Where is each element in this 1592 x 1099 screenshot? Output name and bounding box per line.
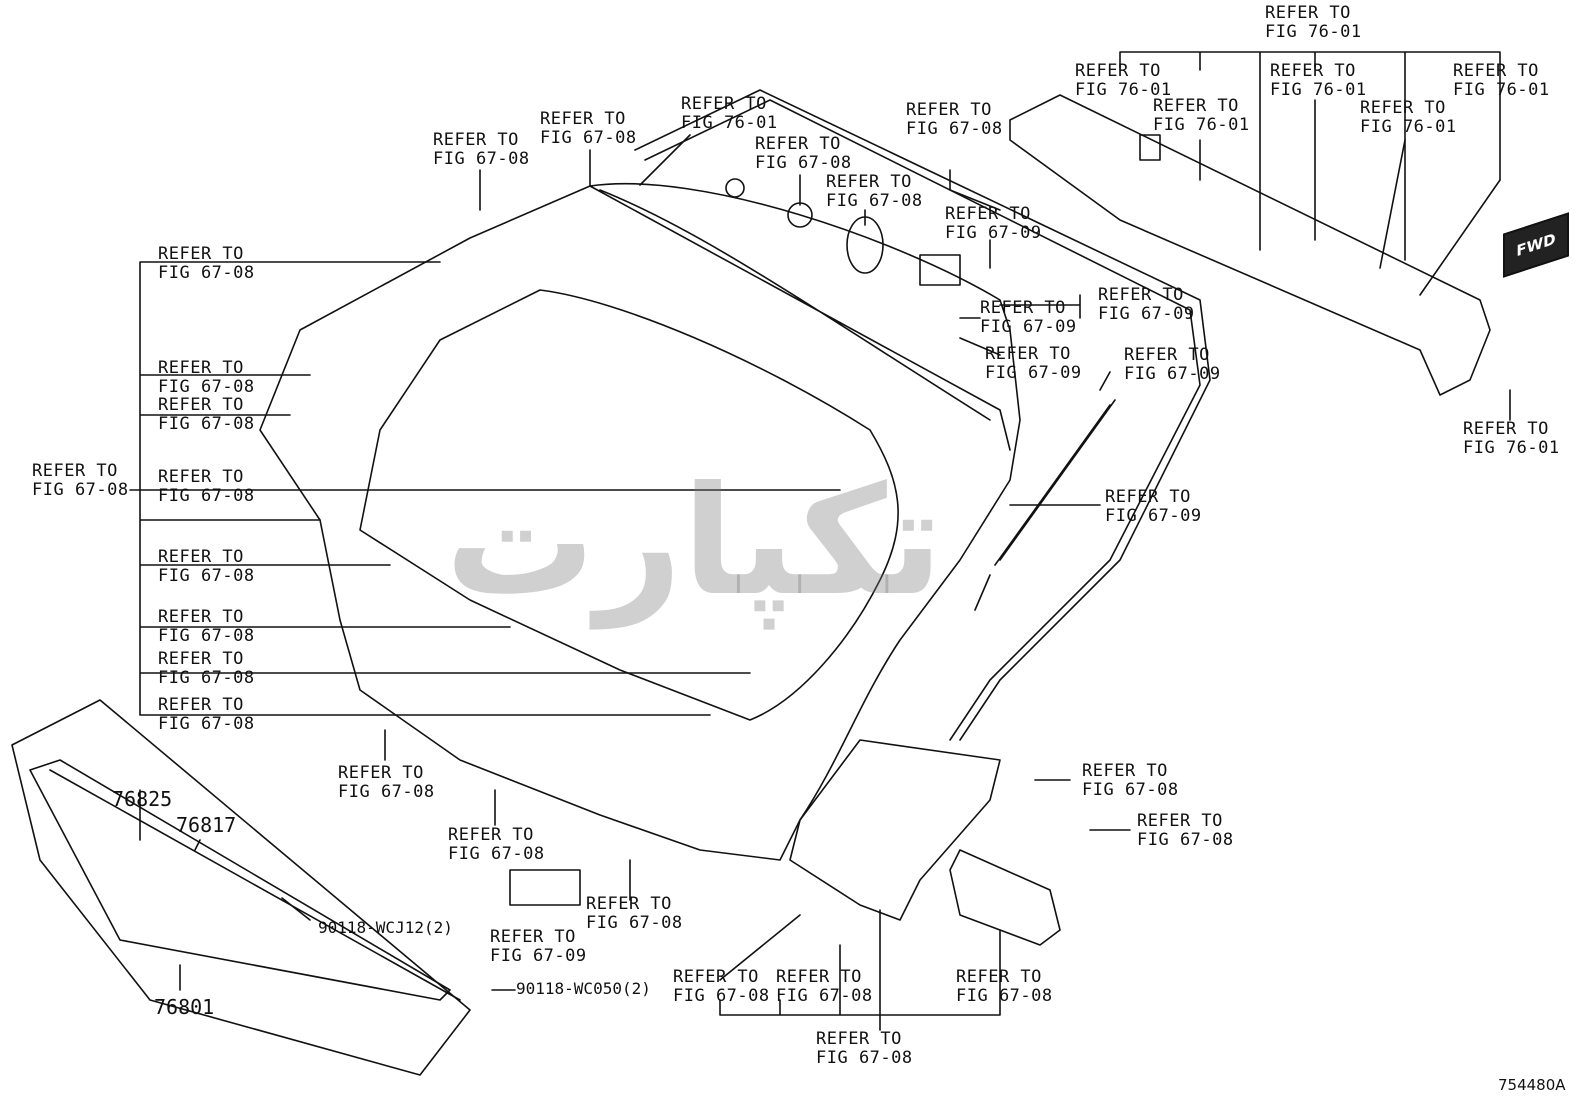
glass-opening xyxy=(359,289,899,721)
clip xyxy=(1139,134,1161,161)
ref-67-08-l7: REFER TO FIG 67-08 xyxy=(158,607,255,646)
part-90118-wcj12: 90118-WCJ12(2) xyxy=(318,918,453,937)
ref-67-09-6: REFER TO FIG 67-09 xyxy=(1105,487,1202,526)
ref-67-08-r1: REFER TO FIG 67-08 xyxy=(1082,761,1179,800)
ref-67-08-r2: REFER TO FIG 67-08 xyxy=(1137,811,1234,850)
ref-67-08-b3: REFER TO FIG 67-08 xyxy=(586,894,683,933)
lamp xyxy=(509,869,581,906)
ref-76-01-b: REFER TO FIG 76-01 xyxy=(1153,96,1250,135)
ref-67-08-1: REFER TO FIG 67-08 xyxy=(433,130,530,169)
ref-67-08-5: REFER TO FIG 67-08 xyxy=(906,100,1003,139)
ref-67-09-3: REFER TO FIG 67-09 xyxy=(980,298,1077,337)
ref-67-08-l3: REFER TO FIG 67-08 xyxy=(158,395,255,434)
ref-76-01-top: REFER TO FIG 76-01 xyxy=(1265,3,1362,42)
weatherstrip-left xyxy=(634,89,1211,741)
ref-76-01-g: REFER TO FIG 76-01 xyxy=(681,94,778,133)
ref-67-08-b5: REFER TO FIG 67-08 xyxy=(776,967,873,1006)
lower-garnish xyxy=(11,699,471,1076)
ref-67-09-7: REFER TO FIG 67-09 xyxy=(490,927,587,966)
part-90118-wc050: 90118-WC050(2) xyxy=(516,979,651,998)
ref-67-08-l4: REFER TO FIG 67-08 xyxy=(32,461,129,500)
back-door-panel xyxy=(259,182,1021,861)
ref-76-01-e: REFER TO FIG 76-01 xyxy=(1453,61,1550,100)
ref-67-08-l6: REFER TO FIG 67-08 xyxy=(158,547,255,586)
ref-76-01-f: REFER TO FIG 76-01 xyxy=(1463,419,1560,458)
ref-67-08-l5: REFER TO FIG 67-08 xyxy=(158,467,255,506)
ref-67-08-4: REFER TO FIG 67-08 xyxy=(826,172,923,211)
ref-67-09-1: REFER TO FIG 67-09 xyxy=(945,204,1042,243)
leader-bracket-top xyxy=(1119,51,1501,261)
lower-inner-trim xyxy=(789,739,1001,921)
ref-67-08-l1: REFER TO FIG 67-08 xyxy=(158,244,255,283)
ref-67-08-b2: REFER TO FIG 67-08 xyxy=(448,825,545,864)
plug xyxy=(725,178,745,198)
part-76825: 76825 xyxy=(112,787,173,811)
ref-67-09-2: REFER TO FIG 67-09 xyxy=(1098,285,1195,324)
ref-76-01-c: REFER TO FIG 76-01 xyxy=(1270,61,1367,100)
leader-bracket-left xyxy=(129,261,841,716)
lock-assembly xyxy=(919,254,961,286)
watermark: تکپارت xyxy=(445,455,944,629)
ref-76-01-d: REFER TO FIG 76-01 xyxy=(1360,98,1457,137)
ref-67-08-b4: REFER TO FIG 67-08 xyxy=(673,967,770,1006)
ref-67-08-b7: REFER TO FIG 67-08 xyxy=(956,967,1053,1006)
ref-67-08-b6: REFER TO FIG 67-08 xyxy=(816,1029,913,1068)
ref-67-08-l2: REFER TO FIG 67-08 xyxy=(158,358,255,397)
ref-67-08-b1: REFER TO FIG 67-08 xyxy=(338,763,435,802)
part-76801: 76801 xyxy=(154,995,215,1019)
ref-76-01-a: REFER TO FIG 76-01 xyxy=(1075,61,1172,100)
figure-id: 754480A xyxy=(1498,1076,1566,1094)
weatherstrip-right xyxy=(644,99,1201,741)
gas-strut xyxy=(974,399,1116,611)
ref-67-09-4: REFER TO FIG 67-09 xyxy=(985,344,1082,383)
ref-67-08-3: REFER TO FIG 67-08 xyxy=(755,134,852,173)
ref-67-09-5: REFER TO FIG 67-09 xyxy=(1124,345,1221,384)
ref-67-08-l9: REFER TO FIG 67-08 xyxy=(158,695,255,734)
ref-67-08-2: REFER TO FIG 67-08 xyxy=(540,109,637,148)
ref-67-08-l8: REFER TO FIG 67-08 xyxy=(158,649,255,688)
rear-spoiler xyxy=(1009,94,1491,396)
part-76817: 76817 xyxy=(176,813,237,837)
upper-frame xyxy=(589,185,1011,451)
side-cover xyxy=(949,849,1061,946)
